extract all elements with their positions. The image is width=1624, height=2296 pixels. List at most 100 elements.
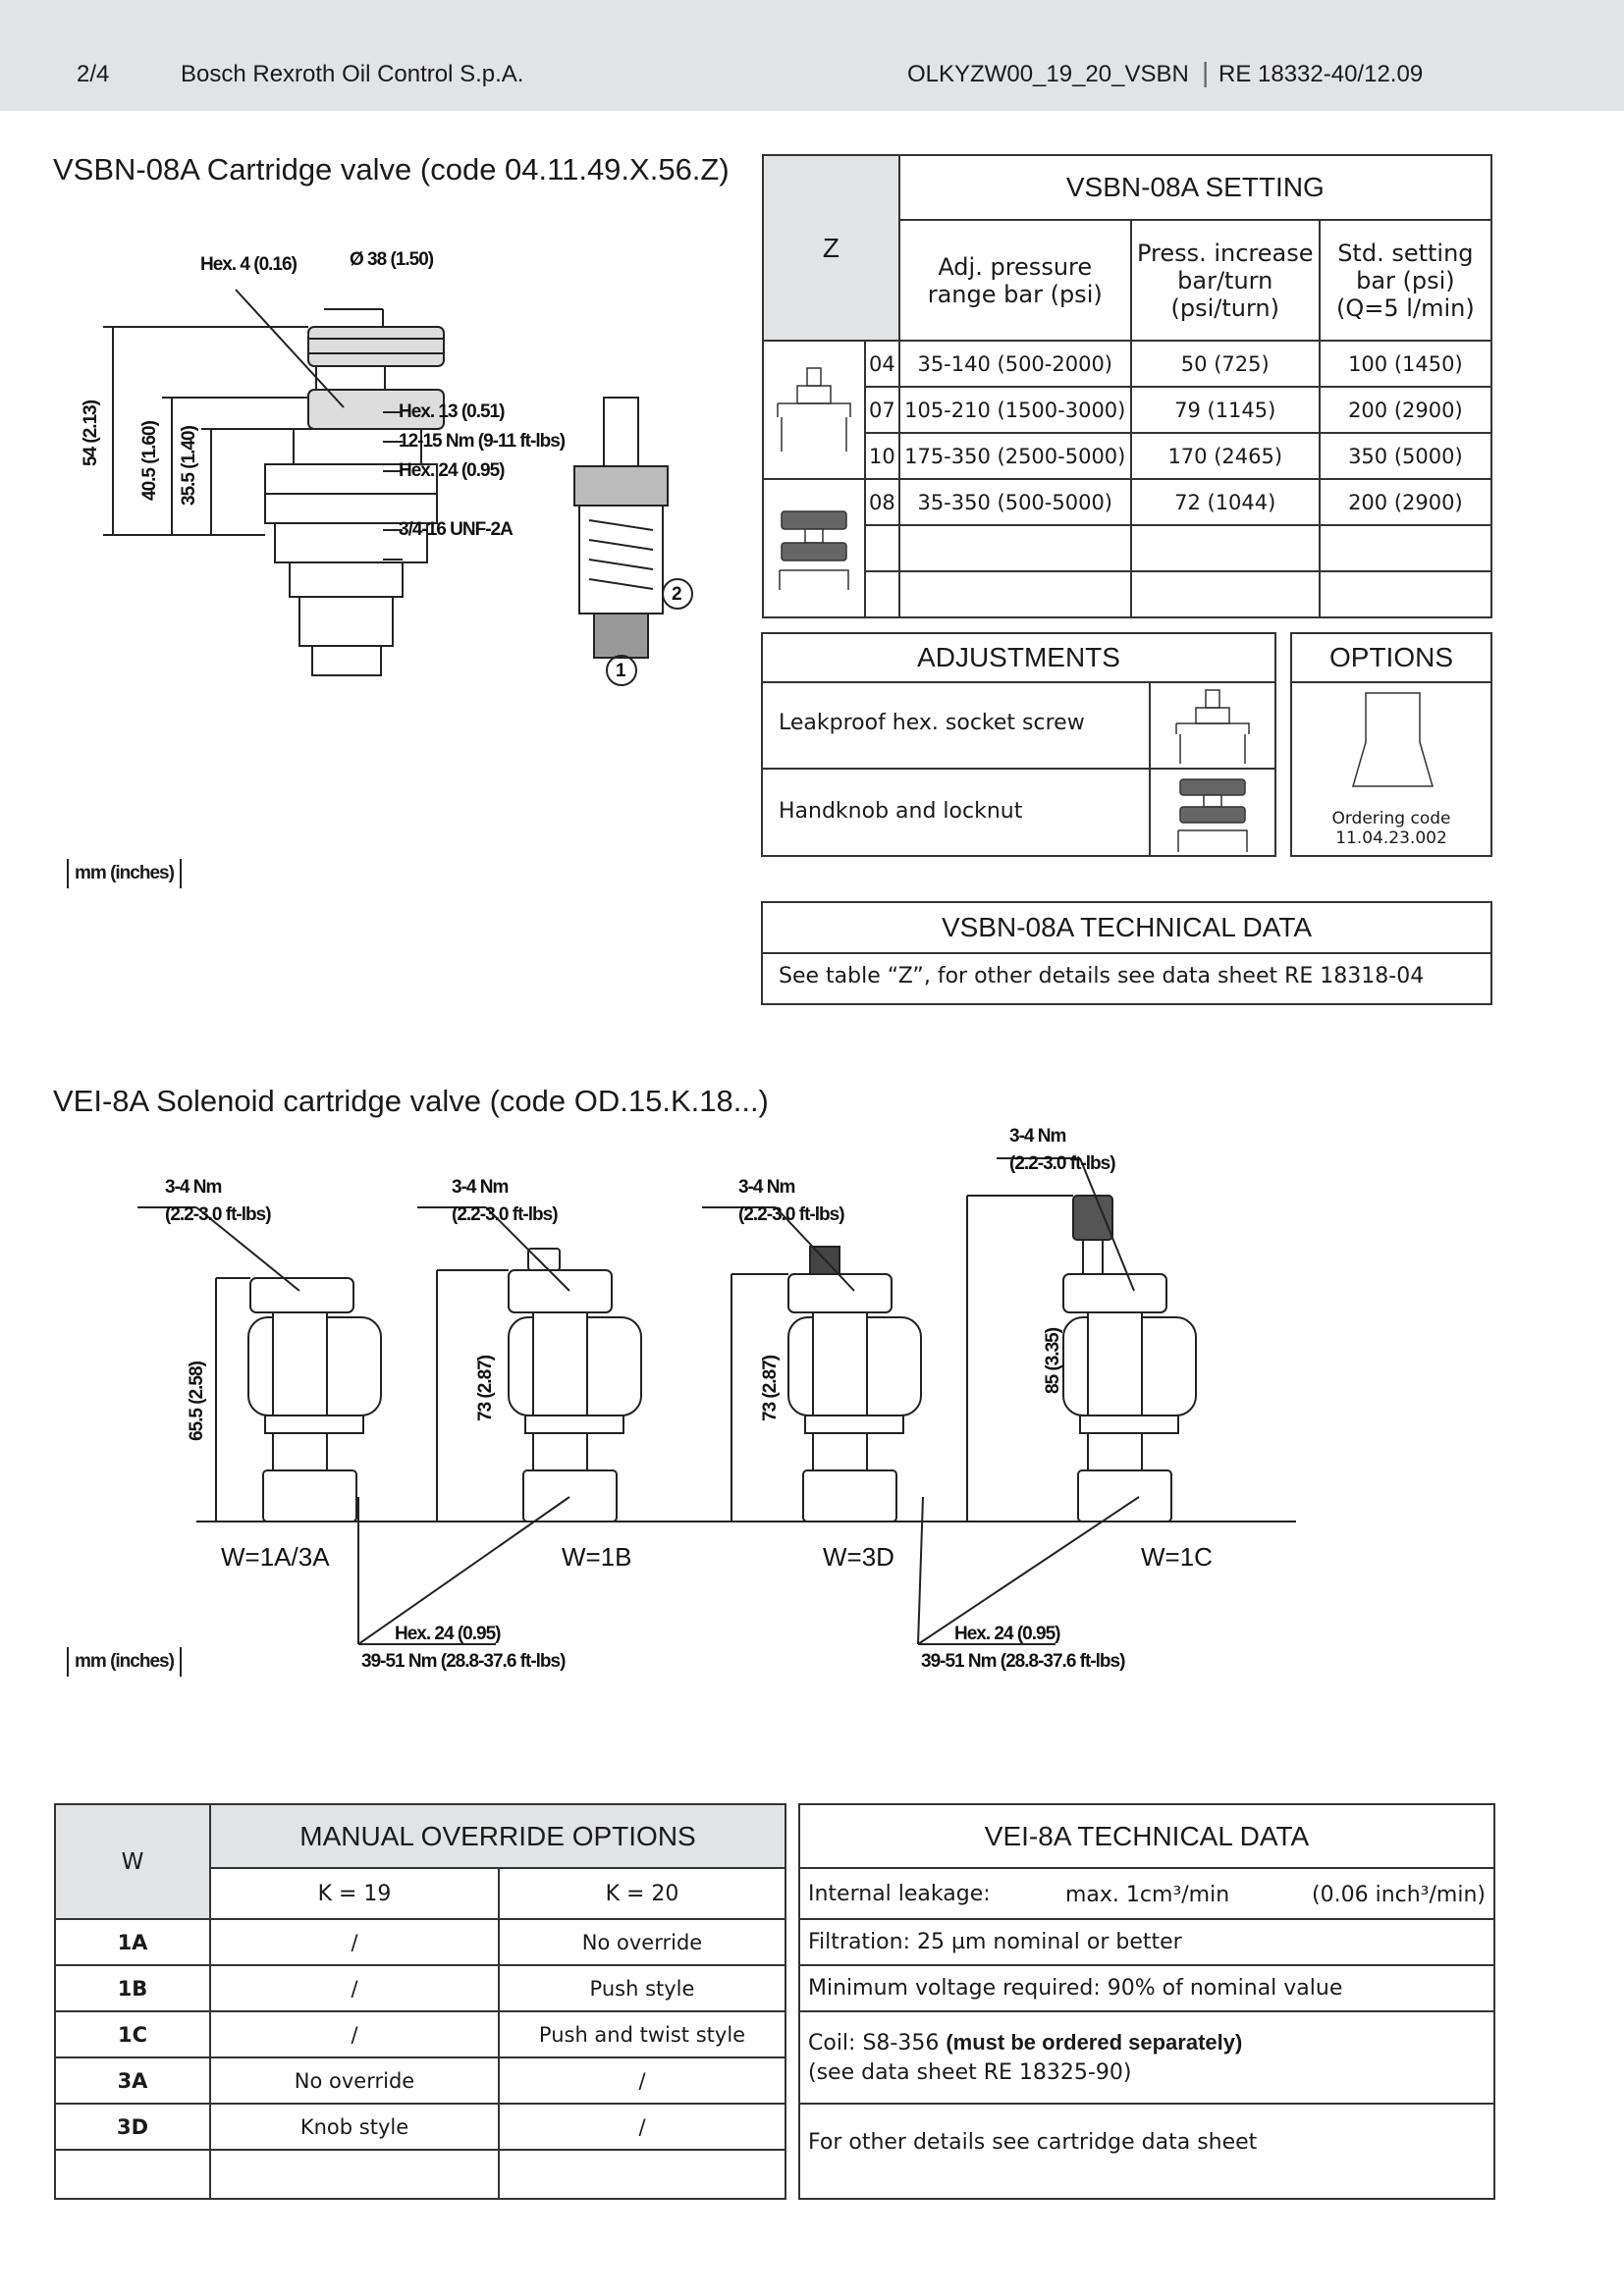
- torque-label: (2.2-3.0 ft-lbs): [738, 1204, 844, 1225]
- dim-thread: 3/4-16 UNF-2A: [399, 519, 514, 540]
- w-header: W: [54, 1803, 211, 1920]
- row-inc: 72 (1044): [1129, 478, 1321, 526]
- row-range: 35-140 (500-2000): [897, 340, 1132, 388]
- override-k19: No override: [209, 2056, 500, 2105]
- override-k19: Knob style: [209, 2103, 500, 2151]
- col-press-increase: Press. increase bar/turn (psi/turn): [1129, 219, 1321, 342]
- leakage-value: max. 1cm³/min: [1065, 1883, 1230, 1907]
- coil-info: Coil: S8-356 (must be ordered separately…: [798, 2010, 1495, 2105]
- vei-tech-table: VEI-8A TECHNICAL DATA Internal leakage: …: [798, 1803, 1495, 2200]
- override-title: MANUAL OVERRIDE OPTIONS: [209, 1803, 786, 1869]
- height-label: 73 (2.87): [760, 1355, 781, 1421]
- override-w: 1B: [54, 1964, 211, 2012]
- torque-label: 3-4 Nm: [452, 1177, 508, 1198]
- other-details: For other details see cartridge data she…: [798, 2103, 1495, 2200]
- w-label: W=1B: [562, 1542, 632, 1572]
- options-title: OPTIONS: [1292, 634, 1490, 683]
- adjustments-box: ADJUSTMENTS Leakproof hex. socket screw …: [761, 632, 1276, 857]
- z-header: Z: [762, 154, 900, 342]
- vei-dimension-drawing: 3-4 Nm (2.2-3.0 ft-lbs) 3-4 Nm (2.2-3.0 …: [137, 1126, 1296, 1672]
- coil-model: Coil: S8-356: [808, 2030, 940, 2056]
- setting-table: Z VSBN-08A SETTING Adj. pressure range b…: [762, 154, 1493, 618]
- torque-label: (2.2-3.0 ft-lbs): [1009, 1153, 1115, 1174]
- leakage-imperial: (0.06 inch³/min): [1312, 1883, 1486, 1907]
- adjustments-title: ADJUSTMENTS: [763, 634, 1274, 683]
- page-number: 2/4: [77, 61, 110, 87]
- override-k19: /: [209, 1964, 500, 2012]
- vei-section-title: VEI-8A Solenoid cartridge valve (code OD…: [53, 1084, 769, 1118]
- override-k19: /: [209, 2010, 500, 2058]
- col-std-setting: Std. setting bar (psi) (Q=5 l/min): [1318, 219, 1493, 342]
- port-2-label: 2: [672, 584, 681, 605]
- row-std: 100 (1450): [1318, 340, 1493, 388]
- dim-torque: 12-15 Nm (9-11 ft-lbs): [399, 431, 566, 452]
- override-w: 1C: [54, 2010, 211, 2058]
- w-label: W=3D: [823, 1542, 894, 1572]
- row-std: 200 (2900): [1318, 386, 1493, 434]
- k19-header: K = 19: [209, 1867, 500, 1920]
- vsbn-tech-box: VSBN-08A TECHNICAL DATA See table “Z”, f…: [761, 901, 1492, 1005]
- torque-label: 3-4 Nm: [165, 1177, 221, 1198]
- dim-hex4: Hex. 4 (0.16): [200, 254, 298, 275]
- override-k20: /: [498, 2056, 786, 2105]
- row-inc: 79 (1145): [1129, 386, 1321, 434]
- coil-datasheet: (see data sheet RE 18325-90): [808, 2059, 1132, 2085]
- height-label: 73 (2.87): [475, 1355, 496, 1421]
- vsbn-section-title: VSBN-08A Cartridge valve (code 04.11.49.…: [53, 152, 730, 187]
- override-table: W MANUAL OVERRIDE OPTIONS K = 19 K = 20 …: [54, 1803, 786, 2200]
- adjustment-row: Leakproof hex. socket screw: [763, 681, 1274, 770]
- torque-label: 3-4 Nm: [1009, 1126, 1065, 1147]
- dim-height-54: 54 (2.13): [81, 400, 101, 466]
- dim-hex13: Hex. 13 (0.51): [399, 401, 505, 422]
- override-k19: /: [209, 1918, 500, 1966]
- vei-tech-title: VEI-8A TECHNICAL DATA: [798, 1803, 1495, 1869]
- override-k20: /: [498, 2103, 786, 2151]
- row-range: 105-210 (1500-3000): [897, 386, 1132, 434]
- hex-screw-icon: [1149, 681, 1276, 768]
- height-label: 85 (3.35): [1043, 1327, 1063, 1394]
- doc-ref: RE 18332-40/12.09: [1218, 61, 1424, 87]
- vsbn-tech-title: VSBN-08A TECHNICAL DATA: [763, 903, 1490, 954]
- min-voltage: Minimum voltage required: 90% of nominal…: [798, 1964, 1495, 2012]
- setting-title: VSBN-08A SETTING: [897, 154, 1493, 221]
- options-box: OPTIONS Ordering code 11.04.23.002: [1290, 632, 1492, 857]
- hex-label: Hex. 24 (0.95): [395, 1624, 501, 1644]
- row-std: 350 (5000): [1318, 432, 1493, 480]
- row-std: 200 (2900): [1318, 478, 1493, 526]
- row-z: 10: [864, 432, 900, 480]
- override-w: 1A: [54, 1918, 211, 1966]
- height-label: 65.5 (2.58): [187, 1361, 207, 1441]
- units-note-top: mm (inches): [67, 859, 182, 888]
- override-k20: Push and twist style: [498, 2010, 786, 2058]
- doc-code: OLKYZW00_19_20_VSBN: [907, 61, 1189, 87]
- row-z: 07: [864, 386, 900, 434]
- row-range: 35-350 (500-5000): [897, 478, 1132, 526]
- leakage-row: Internal leakage: max. 1cm³/min (0.06 in…: [798, 1867, 1495, 1920]
- company-name: Bosch Rexroth Oil Control S.p.A.: [181, 61, 524, 87]
- ordering-code: 11.04.23.002: [1335, 828, 1447, 848]
- row-z: 04: [864, 340, 900, 388]
- handknob-icon: [1149, 770, 1276, 855]
- hex-torque-label: 39-51 Nm (28.8-37.6 ft-lbs): [921, 1651, 1125, 1672]
- row-z: 08: [864, 478, 900, 526]
- hex-torque-label: 39-51 Nm (28.8-37.6 ft-lbs): [361, 1651, 566, 1672]
- torque-label: 3-4 Nm: [738, 1177, 794, 1198]
- override-k20: Push style: [498, 1964, 786, 2012]
- port-1-label: 1: [616, 661, 626, 681]
- dim-diameter: Ø 38 (1.50): [350, 249, 434, 270]
- handknob-icon: [762, 478, 866, 618]
- override-k20: No override: [498, 1918, 786, 1966]
- w-label: W=1C: [1141, 1542, 1213, 1572]
- filtration: Filtration: 25 µm nominal or better: [798, 1918, 1495, 1966]
- adjustment-label: Handknob and locknut: [779, 799, 1023, 824]
- row-inc: 50 (725): [1129, 340, 1321, 388]
- row-range: 175-350 (2500-5000): [897, 432, 1132, 480]
- vsbn-tech-text: See table “Z”, for other details see dat…: [779, 964, 1425, 988]
- header-divider: |: [1202, 57, 1210, 87]
- ordering-label: Ordering code: [1331, 809, 1451, 828]
- dim-hex24: Hex. 24 (0.95): [399, 460, 505, 481]
- torque-label: (2.2-3.0 ft-lbs): [165, 1204, 271, 1225]
- page-header: 2/4 Bosch Rexroth Oil Control S.p.A. OLK…: [0, 0, 1624, 111]
- hex-screw-icon: [762, 340, 866, 480]
- leakage-label: Internal leakage:: [808, 1881, 991, 1906]
